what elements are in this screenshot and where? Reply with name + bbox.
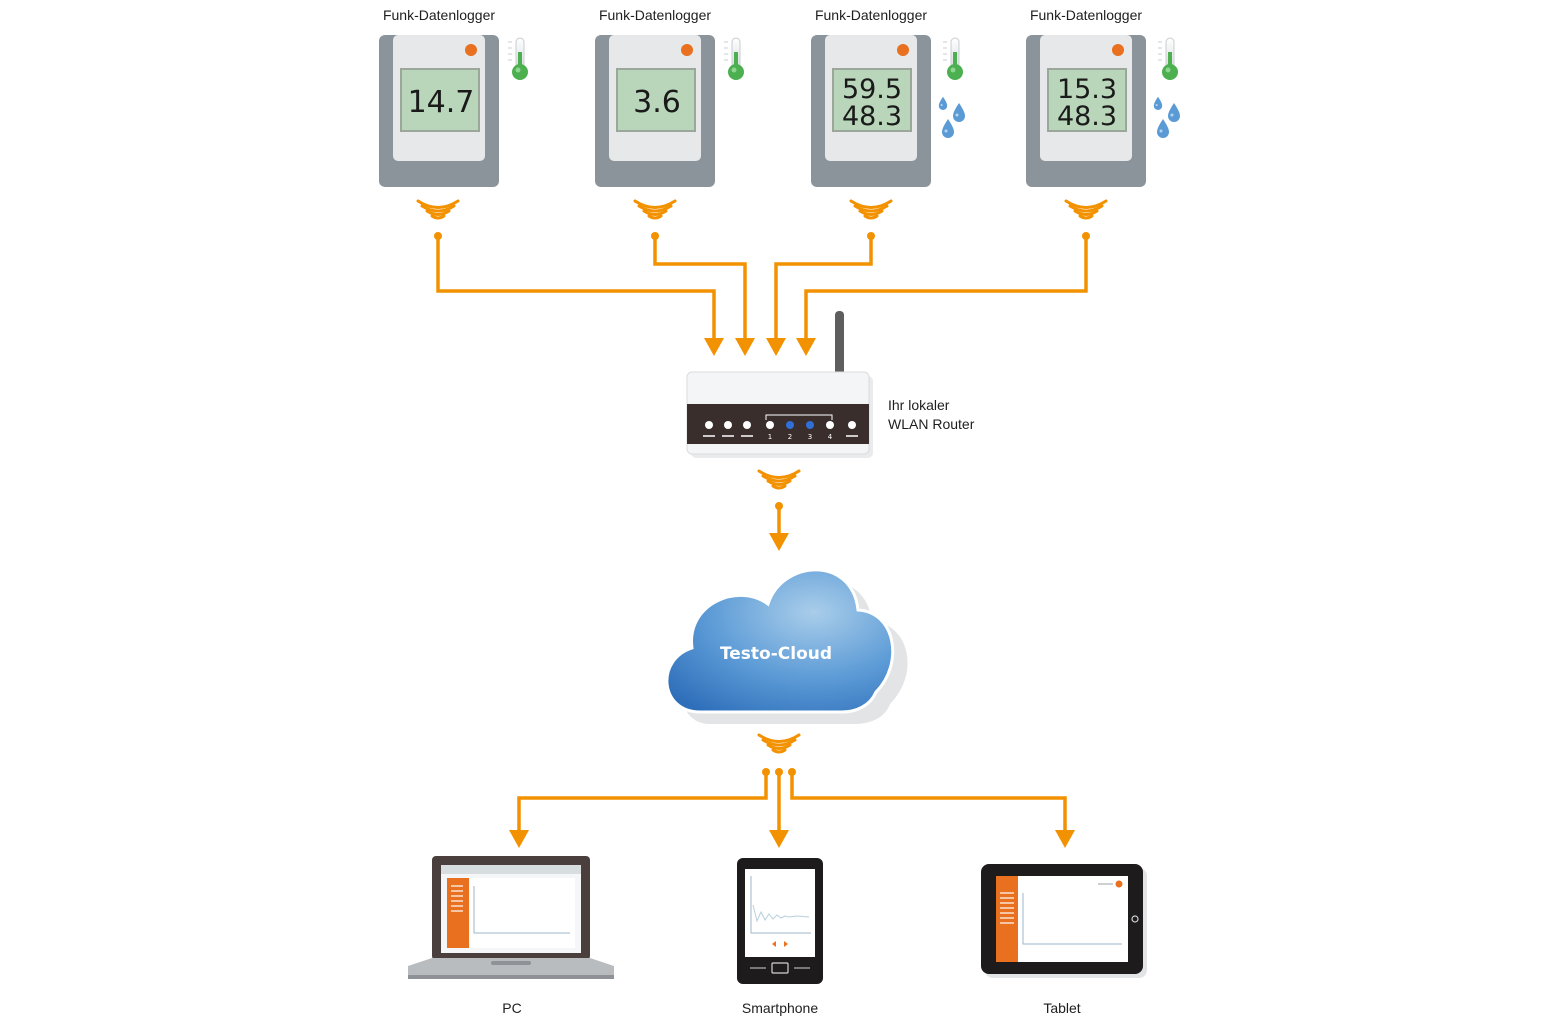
router-label-line-1: Ihr lokaler bbox=[888, 397, 950, 413]
logger-reading-1: 15.3 bbox=[1057, 74, 1117, 105]
connector-line bbox=[774, 236, 873, 340]
wifi-signal-icon bbox=[416, 199, 460, 220]
thermometer-icon bbox=[507, 37, 529, 81]
logger-display bbox=[1047, 68, 1127, 132]
testo-logo-icon bbox=[1115, 880, 1123, 888]
port-number: 1 bbox=[768, 433, 772, 441]
logger-title: Funk-Datenlogger bbox=[599, 7, 711, 23]
logger-reading-1: 3.6 bbox=[633, 85, 681, 120]
wifi-signal-icon bbox=[757, 469, 801, 490]
router-antenna bbox=[835, 311, 844, 377]
cloud-device-connectors bbox=[509, 768, 1075, 848]
logger-4: Funk-Datenlogger 15.3 48.3 bbox=[1026, 7, 1180, 187]
wlan-router: 1 2 3 4 Ihr lokaler WLAN Router bbox=[686, 311, 975, 458]
logger-display bbox=[832, 68, 912, 132]
connector-line bbox=[790, 772, 1067, 832]
pc-laptop: PC bbox=[408, 856, 614, 1016]
cloud-shape bbox=[665, 568, 895, 714]
tablet: Tablet bbox=[981, 864, 1147, 1016]
thermometer-icon bbox=[942, 37, 964, 81]
connector-line bbox=[517, 772, 768, 832]
port-number: 2 bbox=[788, 433, 792, 441]
wifi-signal-icon bbox=[1064, 199, 1108, 220]
logger-router-connectors bbox=[434, 232, 1090, 356]
router-port-numbers: 1 2 3 4 bbox=[768, 433, 833, 441]
arrowhead bbox=[769, 830, 789, 848]
water-drops-icon bbox=[938, 96, 965, 138]
router-cloud-connector bbox=[769, 502, 789, 551]
home-button-icon bbox=[771, 962, 789, 974]
testo-cloud: Testo-Cloud bbox=[665, 568, 908, 724]
arrowhead bbox=[796, 338, 816, 356]
logger-2: Funk-Datenlogger 3.6 bbox=[595, 7, 745, 187]
water-drops-icon bbox=[1153, 96, 1180, 138]
testo-logo-icon bbox=[681, 44, 693, 56]
connector-line bbox=[804, 236, 1088, 340]
port-number: 3 bbox=[808, 433, 812, 441]
port-number: 4 bbox=[828, 433, 833, 441]
laptop-base bbox=[408, 958, 614, 978]
logger-display bbox=[400, 68, 480, 132]
arrowhead bbox=[509, 830, 529, 848]
logger-title: Funk-Datenlogger bbox=[383, 7, 495, 23]
logger-title: Funk-Datenlogger bbox=[1030, 7, 1142, 23]
thermometer-icon bbox=[1157, 37, 1179, 81]
testo-logo-icon bbox=[897, 44, 909, 56]
logger-3: Funk-Datenlogger 59.5 48.3 bbox=[811, 7, 965, 187]
connector-line bbox=[653, 236, 747, 340]
arrowhead bbox=[769, 533, 789, 551]
connector-line bbox=[436, 236, 716, 340]
logger-reading-1: 14.7 bbox=[408, 85, 475, 120]
logger-1: Funk-Datenlogger 14.7 bbox=[379, 7, 529, 187]
logger-reading-1: 59.5 bbox=[842, 74, 902, 105]
wifi-signal-icon bbox=[633, 199, 677, 220]
device-label-pc: PC bbox=[502, 1000, 521, 1016]
home-button-icon bbox=[1131, 915, 1139, 923]
logger-title: Funk-Datenlogger bbox=[815, 7, 927, 23]
device-label-smartphone: Smartphone bbox=[742, 1000, 818, 1016]
logger-display bbox=[616, 68, 696, 132]
logger-reading-2: 48.3 bbox=[842, 101, 902, 132]
thermometer-icon bbox=[723, 37, 745, 81]
arrowhead bbox=[766, 338, 786, 356]
arrowhead bbox=[704, 338, 724, 356]
arrowhead bbox=[735, 338, 755, 356]
testo-logo-icon bbox=[465, 44, 477, 56]
phone-screen bbox=[745, 869, 815, 957]
arrowhead bbox=[1055, 830, 1075, 848]
wifi-signal-icon bbox=[849, 199, 893, 220]
device-label-tablet: Tablet bbox=[1043, 1000, 1080, 1016]
router-label-line-2: WLAN Router bbox=[888, 416, 975, 432]
logger-reading-2: 48.3 bbox=[1057, 101, 1117, 132]
app-sidebar bbox=[996, 876, 1018, 962]
cloud-label: Testo-Cloud bbox=[720, 644, 832, 664]
router-leds bbox=[703, 414, 858, 437]
app-sidebar bbox=[447, 878, 469, 948]
router-front-panel bbox=[687, 404, 869, 444]
wifi-signal-icon bbox=[757, 733, 801, 754]
testo-logo-icon bbox=[1112, 44, 1124, 56]
smartphone: Smartphone bbox=[737, 858, 823, 1016]
